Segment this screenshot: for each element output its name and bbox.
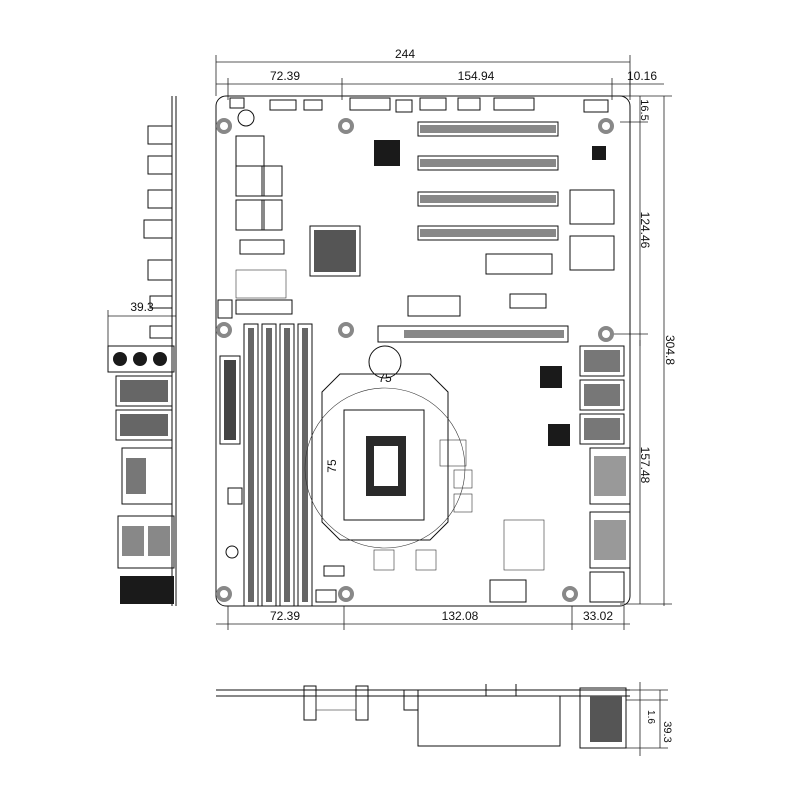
dim-bottom-mid: 132.08: [442, 609, 479, 623]
dimension-lines: [107, 55, 672, 756]
pcb-outline: [215, 95, 631, 607]
atx-power-connector: [219, 355, 241, 445]
dim-top-total: 244: [395, 47, 415, 61]
dim-right-mid1: 124.46: [638, 212, 652, 249]
serial-headers: [235, 135, 285, 255]
bottom-side-view: [216, 684, 630, 749]
cmos-battery: [368, 345, 402, 379]
dim-right-top: 16.5: [638, 99, 650, 120]
rear-io-right: [540, 345, 631, 603]
dim-top-right: 10.16: [627, 69, 657, 83]
board-top-view: [215, 95, 631, 607]
dim-top-left: 72.39: [270, 69, 300, 83]
pcie-x16-slot: [377, 325, 569, 343]
dim-right-total: 304.8: [663, 335, 677, 365]
io-controller: [374, 140, 400, 166]
dimm-slots: [243, 323, 313, 607]
dim-top-mid: 154.94: [458, 69, 495, 83]
dim-bottom-left: 72.39: [270, 609, 300, 623]
dim-left-io: 39.3: [130, 300, 154, 314]
top-headers: [229, 97, 609, 127]
chipset: [309, 225, 361, 277]
dim-side-pcb: 1.6: [645, 710, 656, 724]
left-side-view: [107, 96, 177, 606]
dimension-labels: 244 72.39 154.94 10.16 16.5 124.46 304.8…: [130, 47, 677, 743]
pci-slots: [417, 121, 559, 241]
dim-bottom-right: 33.02: [583, 609, 613, 623]
dim-side-height: 39.3: [661, 721, 673, 742]
cpu-socket: [304, 373, 466, 549]
dim-right-mid2: 157.48: [638, 447, 652, 484]
dim-socket-v: 75: [325, 459, 339, 473]
mounting-holes: [216, 118, 614, 602]
misc-components: [217, 146, 615, 603]
